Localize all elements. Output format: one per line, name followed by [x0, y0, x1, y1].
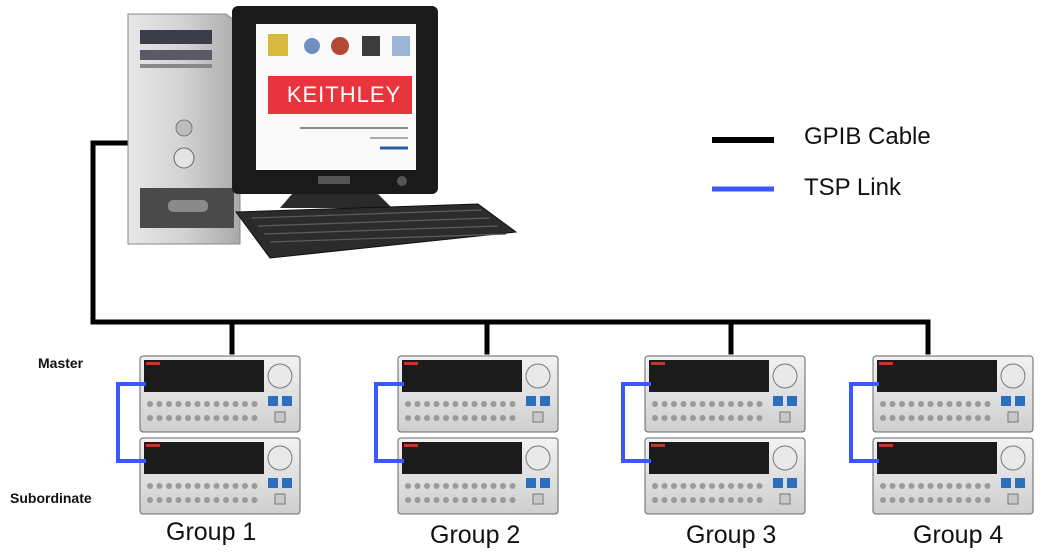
- group-4: [849, 355, 1034, 515]
- computer-tower-icon: [127, 13, 241, 245]
- group-3: [621, 355, 806, 515]
- group-4-label: Group 4: [913, 521, 1004, 549]
- group-2-label: Group 2: [430, 521, 521, 549]
- master-instrument-2: [397, 355, 559, 433]
- keyboard-icon: [235, 203, 518, 259]
- gpib-cable-network: [90, 140, 931, 355]
- legend-tsp-label: TSP Link: [804, 174, 901, 201]
- instrument-groups: [116, 355, 1034, 515]
- tsp-link-4: [849, 382, 879, 463]
- master-instrument-1: [139, 355, 301, 433]
- group-2: [374, 355, 559, 515]
- group-1-label: Group 1: [166, 518, 257, 546]
- legend-gpib-label: GPIB Cable: [804, 123, 931, 150]
- tsp-link-1: [116, 382, 146, 463]
- subordinate-instrument-3: [644, 437, 806, 515]
- subordinate-instrument-1: [139, 437, 301, 515]
- subordinate-instrument-2: [397, 437, 559, 515]
- group-3-label: Group 3: [686, 521, 777, 549]
- group-1: [116, 355, 301, 515]
- master-instrument-3: [644, 355, 806, 433]
- subordinate-instrument-4: [872, 437, 1034, 515]
- monitor-icon: [232, 6, 438, 208]
- tsp-link-2: [374, 382, 404, 463]
- master-instrument-4: [872, 355, 1034, 433]
- keithley-banner-text: KEITHLEY: [286, 82, 402, 107]
- tsp-link-3: [621, 382, 651, 463]
- subordinate-label: Subordinate: [10, 490, 92, 506]
- master-label: Master: [38, 355, 84, 371]
